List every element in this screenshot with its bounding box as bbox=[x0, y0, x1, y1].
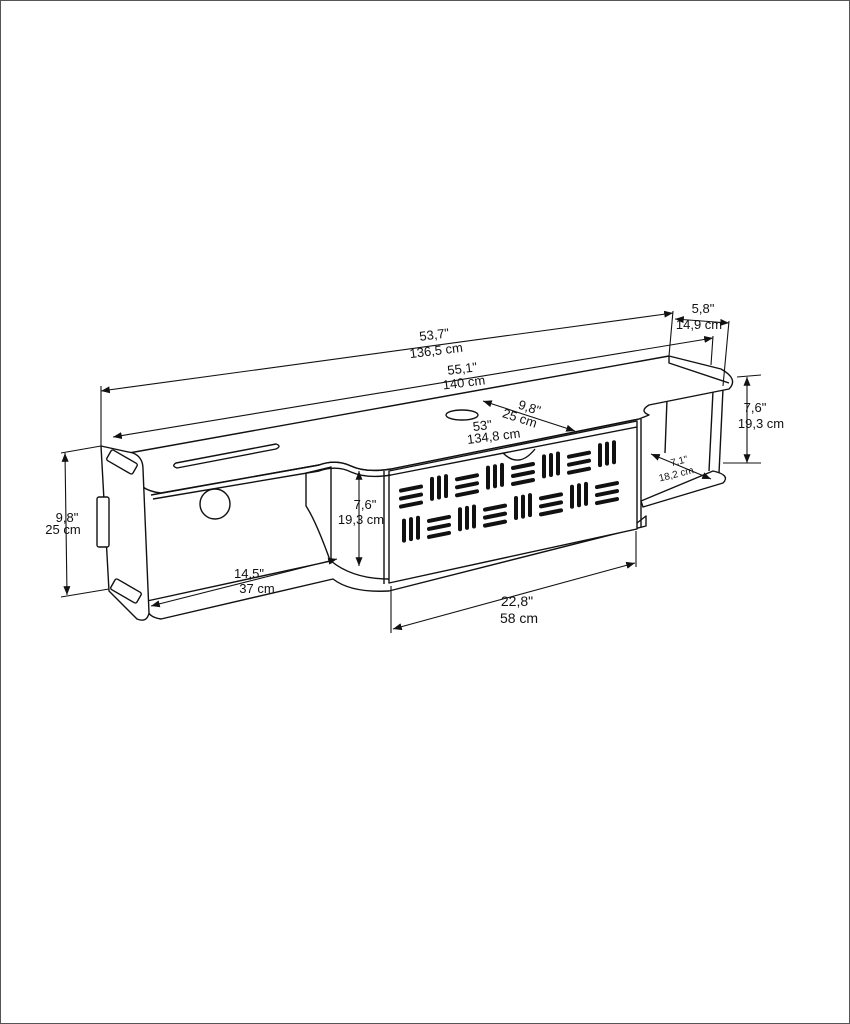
left-side-panel bbox=[100, 445, 150, 621]
vent-slot bbox=[539, 500, 563, 509]
tv-stand bbox=[96, 355, 734, 621]
label-total-length-in: 53,7" bbox=[418, 325, 450, 344]
cable-hole-back bbox=[502, 448, 536, 461]
vent-slot bbox=[427, 522, 451, 531]
label-side-depth-cm: 14,9 cm bbox=[676, 317, 722, 332]
label-overall-height-cm: 25 cm bbox=[45, 522, 80, 537]
label-top-length-in: 55,1" bbox=[446, 359, 478, 378]
vent-slot bbox=[483, 511, 507, 520]
top-cable-slot bbox=[173, 443, 280, 469]
vent-slot bbox=[483, 519, 507, 528]
label-top-length-cm: 140 cm bbox=[442, 372, 486, 392]
vent-slot bbox=[595, 497, 619, 506]
extension-line-side bbox=[722, 320, 730, 387]
vent-slot bbox=[539, 492, 563, 501]
vent-slot bbox=[427, 514, 451, 523]
dim-line-side-depth bbox=[674, 316, 730, 326]
label-left-shelf-in: 14,5" bbox=[234, 566, 264, 581]
label-top-depth-in: 9,8" bbox=[516, 397, 543, 418]
extension-line-top bbox=[710, 335, 714, 366]
vent-slot bbox=[511, 462, 535, 470]
cable-hole-left bbox=[199, 488, 231, 520]
dim-line-left-shelf bbox=[150, 557, 338, 608]
vent-slot bbox=[567, 458, 591, 467]
dim-line-top-length bbox=[112, 335, 714, 440]
extension-lines-left bbox=[60, 445, 110, 598]
vent-slot bbox=[567, 466, 591, 475]
label-right-shelf-in: 7,1" bbox=[670, 454, 690, 469]
vent-slot bbox=[483, 503, 507, 512]
vent-slots bbox=[399, 440, 619, 543]
label-inner-length-cm: 134,8 cm bbox=[466, 426, 521, 447]
vent-slot bbox=[595, 481, 619, 490]
extension-lines-right bbox=[723, 374, 762, 464]
joint-tab-bottom bbox=[110, 578, 142, 604]
dim-line-overall-height bbox=[61, 452, 71, 596]
vent-slot bbox=[399, 500, 423, 509]
vent-slot bbox=[511, 478, 535, 486]
inner-back-panel bbox=[305, 466, 332, 564]
label-inner-height-cm: 19,3 cm bbox=[338, 512, 384, 527]
vent-slot bbox=[511, 470, 535, 478]
label-overall-height-in: 9,8" bbox=[56, 510, 79, 525]
label-inner-height-in: 7,6" bbox=[354, 497, 377, 512]
vent-slot bbox=[455, 473, 479, 482]
vent-slot bbox=[427, 530, 451, 539]
dimension-lines bbox=[60, 310, 762, 633]
label-side-depth-in: 5,8" bbox=[692, 301, 715, 316]
dim-line-top-depth bbox=[482, 400, 576, 432]
vent-slot bbox=[399, 492, 423, 501]
label-total-length-cm: 136,5 cm bbox=[409, 340, 464, 361]
extension-lines-cabinet bbox=[390, 531, 637, 633]
vent-slot bbox=[455, 481, 479, 490]
vent-slot bbox=[567, 450, 591, 459]
label-left-shelf-cm: 37 cm bbox=[239, 581, 274, 596]
dim-line-right-shelf bbox=[650, 453, 712, 480]
dimension-labels: 53,7" 136,5 cm 55,1" 140 cm 5,8" 14,9 cm… bbox=[45, 301, 784, 626]
label-inner-length-in: 53" bbox=[472, 417, 493, 434]
label-cabinet-width-cm: 58 cm bbox=[500, 610, 538, 626]
label-right-height-in: 7,6" bbox=[744, 400, 767, 415]
label-cabinet-width-in: 22,8" bbox=[501, 593, 533, 609]
bottom-shelf bbox=[146, 515, 647, 620]
joint-tab-middle bbox=[96, 496, 110, 548]
dim-line-cabinet-width bbox=[392, 561, 636, 631]
vent-slot bbox=[399, 484, 423, 493]
right-bottom-shelf bbox=[640, 470, 727, 508]
vent-slot bbox=[455, 489, 479, 498]
vent-slot bbox=[595, 489, 619, 498]
vent-slot bbox=[539, 508, 563, 517]
joint-tab-top bbox=[106, 449, 138, 475]
label-right-height-cm: 19,3 cm bbox=[738, 416, 784, 431]
